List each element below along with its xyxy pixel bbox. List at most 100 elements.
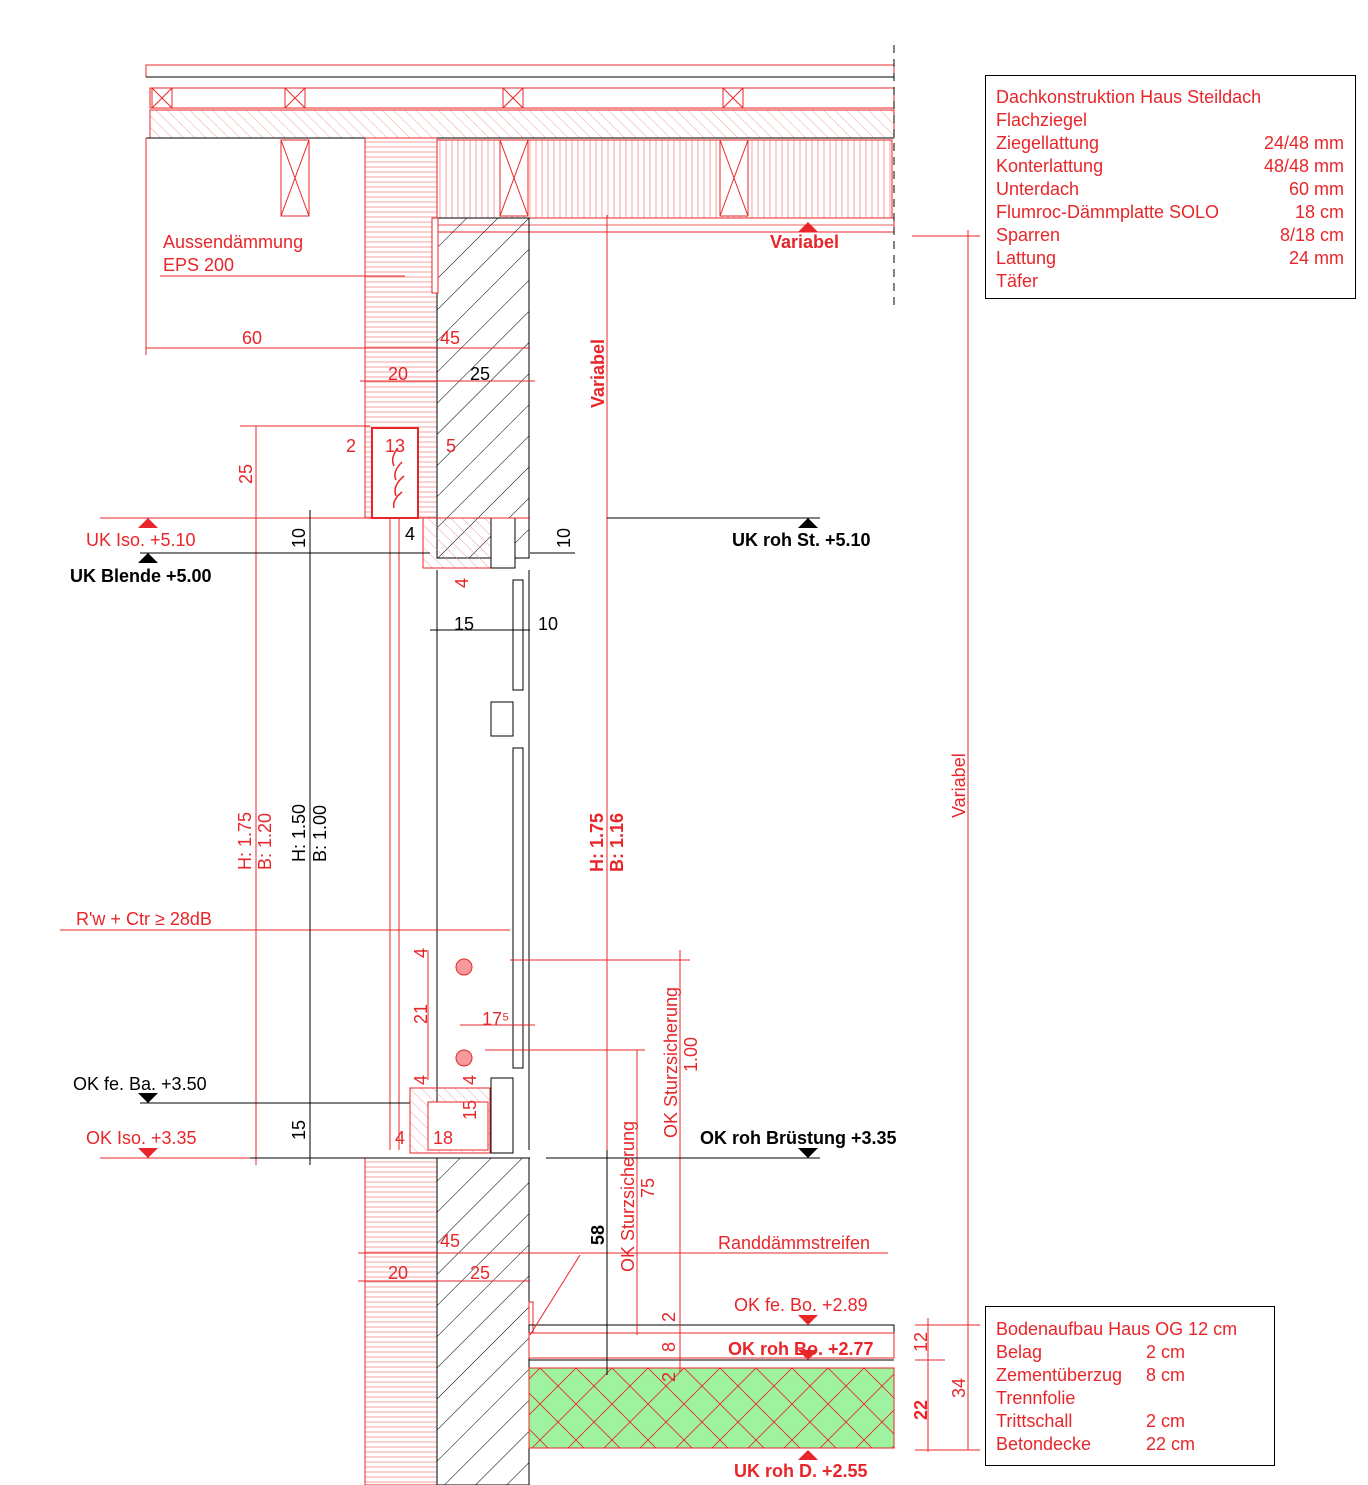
dim-22: 22	[911, 1400, 931, 1420]
legend-item-value: 2 cm	[1146, 1342, 1186, 1362]
label-b100: B: 1.00	[310, 805, 330, 862]
legend-item-value: 8/18 cm	[1279, 225, 1344, 245]
label-insulation-2: EPS 200	[163, 255, 234, 275]
legend-row: Flachziegel	[996, 109, 1344, 132]
label-ok-iso: OK Iso. +3.35	[86, 1128, 197, 1148]
dim-58: 58	[588, 1225, 608, 1245]
dim-15b: 15	[460, 1100, 480, 1120]
legend-item-name: Zementüberzug	[996, 1365, 1123, 1385]
dim-2: 2	[346, 436, 356, 456]
dim-20b: 20	[388, 1263, 408, 1283]
dim-15c: 15	[289, 1120, 309, 1140]
lower-wall	[364, 1157, 895, 1485]
legend-item-name: Lattung	[996, 248, 1057, 268]
legend-item-name: Belag	[996, 1342, 1043, 1362]
dim-20a: 20	[388, 364, 408, 384]
label-sturz-1-val: 1.00	[681, 1037, 701, 1072]
legend-item-value: 22 cm	[1146, 1434, 1196, 1454]
legend-item-value: 24/48 mm	[1263, 133, 1344, 153]
legend-row: Ziegellattung 24/48 mm	[996, 132, 1344, 155]
legend-row: Konterlattung 48/48 mm	[996, 155, 1344, 178]
label-ok-fe-ba: OK fe. Ba. +3.50	[73, 1074, 207, 1094]
legend-item-value: 48/48 mm	[1263, 156, 1344, 176]
legend-item-value: 8 cm	[1146, 1365, 1186, 1385]
legend-item-name: Betondecke	[996, 1434, 1092, 1454]
legend-row: Täfer	[996, 270, 1344, 293]
dim-45a: 45	[440, 328, 460, 348]
legend-row: Belag 2 cm	[996, 1341, 1263, 1364]
window	[389, 518, 530, 1154]
roof-legend-title: Dachkonstruktion Haus Steildach	[996, 87, 1262, 107]
floor-legend-title: Bodenaufbau Haus OG 12 cm	[996, 1319, 1238, 1339]
dim-25a: 25	[470, 364, 490, 384]
legend-row: Sparren 8/18 cm	[996, 224, 1344, 247]
legend-item-name: Unterdach	[996, 179, 1080, 199]
dim-5: 5	[446, 436, 456, 456]
dim-13: 13	[385, 436, 405, 456]
legend-item-value: 24 mm	[1288, 248, 1344, 268]
label-uk-roh-st: UK roh St. +5.10	[732, 530, 871, 550]
label-variabel-top: Variabel	[770, 232, 839, 252]
legend-item-value: 60 mm	[1288, 179, 1344, 199]
dim-10c: 10	[538, 614, 558, 634]
label-ok-roh-bo: OK roh Bo. +2.77	[728, 1339, 874, 1359]
label-variabel-vertical: Variabel	[588, 339, 608, 408]
legend-row: Trennfolie	[996, 1387, 1263, 1410]
legend-item-name: Trennfolie	[996, 1388, 1076, 1408]
label-variabel-right: Variabel	[949, 753, 969, 818]
label-uk-d: UK roh D. +2.55	[734, 1461, 868, 1481]
dim-2b: 2	[659, 1372, 679, 1382]
dim-10a: 10	[289, 528, 309, 548]
legend-row: Zementüberzug 8 cm	[996, 1364, 1263, 1387]
legend-item-name: Ziegellattung	[996, 133, 1100, 153]
dim-4f: 4	[395, 1128, 405, 1148]
level-markers	[138, 222, 818, 1460]
legend-item-value: 18 cm	[1294, 202, 1344, 222]
label-h175-a: H: 1.75	[235, 812, 255, 870]
legend-row: Unterdach 60 mm	[996, 178, 1344, 201]
legend-item-value: 2 cm	[1146, 1411, 1186, 1431]
legend-row: Lattung 24 mm	[996, 247, 1344, 270]
label-insulation-1: Aussendämmung	[163, 232, 303, 252]
legend-item-name: Trittschall	[996, 1411, 1073, 1431]
dim-25b: 25	[470, 1263, 490, 1283]
dimension-lines	[60, 138, 980, 1452]
dim-12: 12	[911, 1332, 931, 1352]
label-uk-iso: UK Iso. +5.10	[86, 530, 196, 550]
label-sturz-2: OK Sturzsicherung	[618, 1121, 638, 1272]
label-randdaemm: Randdämmstreifen	[718, 1233, 870, 1253]
label-b120: B: 1.20	[255, 813, 275, 870]
black-dimension-lines	[140, 348, 820, 1375]
legend-item-name: Konterlattung	[996, 156, 1104, 176]
label-rw: R'w + Ctr ≥ 28dB	[76, 909, 212, 929]
dim-4a: 4	[405, 524, 415, 544]
legend-item-name: Flachziegel	[996, 110, 1088, 130]
label-b116: B: 1.16	[607, 813, 627, 872]
dim-45b: 45	[440, 1231, 460, 1251]
label-h175-b: H: 1.75	[587, 813, 607, 872]
legend-row: Flumroc-Dämmplatte SOLO 18 cm	[996, 201, 1344, 224]
dim-17: 17⁵	[482, 1009, 509, 1029]
legend-item-name: Flumroc-Dämmplatte SOLO	[996, 202, 1220, 222]
dim-4b: 4	[452, 578, 472, 588]
label-h150: H: 1.50	[289, 804, 309, 862]
dim-4d: 4	[411, 1075, 431, 1085]
dim-10b: 10	[554, 528, 574, 548]
dim-21: 21	[411, 1004, 431, 1024]
dim-15a: 15	[454, 614, 474, 634]
roof-legend: Dachkonstruktion Haus Steildach Flachzie…	[985, 75, 1356, 299]
dim-2a: 2	[659, 1312, 679, 1322]
dim-25v: 25	[236, 464, 256, 484]
label-ok-fe-bo: OK fe. Bo. +2.89	[734, 1295, 868, 1315]
dim-4c: 4	[411, 948, 431, 958]
label-ok-roh-bruestung: OK roh Brüstung +3.35	[700, 1128, 897, 1148]
legend-item-name: Sparren	[996, 225, 1061, 245]
dim-8: 8	[659, 1342, 679, 1352]
dim-4e: 4	[460, 1075, 480, 1085]
dim-34: 34	[949, 1378, 969, 1398]
label-sturz-1: OK Sturzsicherung	[661, 987, 681, 1138]
